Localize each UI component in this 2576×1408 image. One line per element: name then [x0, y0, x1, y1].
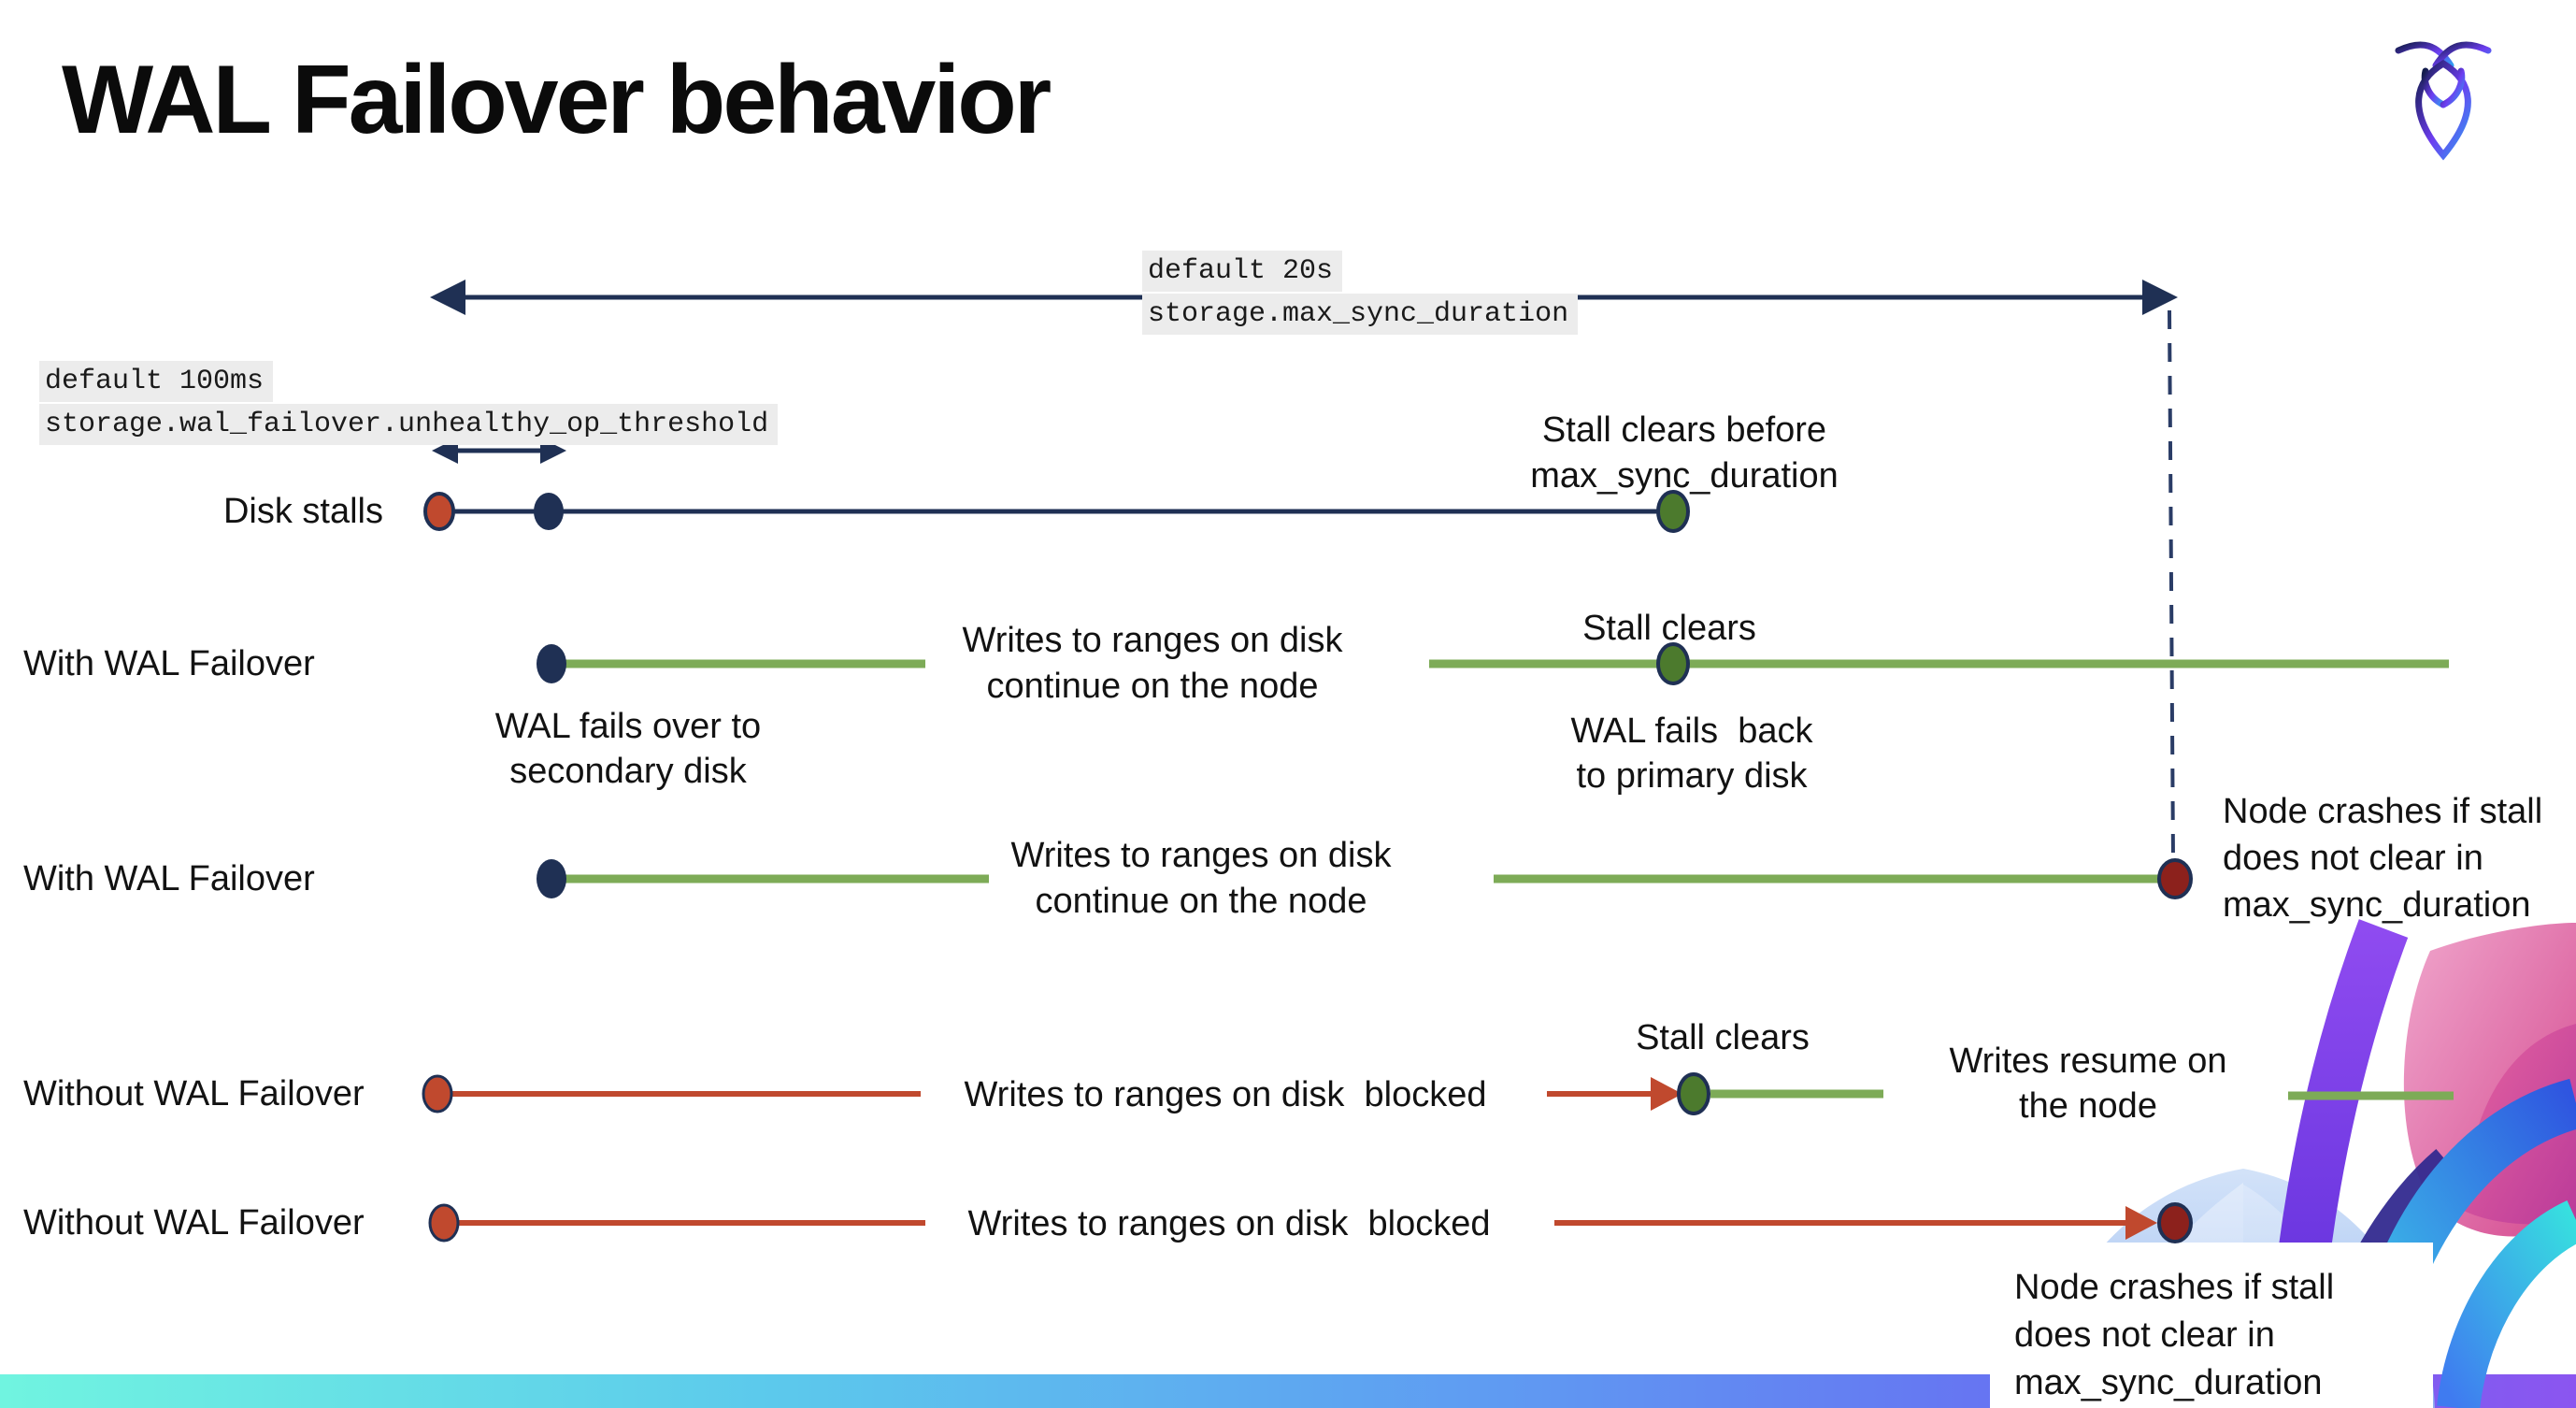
max-sync-deadline-dashed-line	[2168, 309, 2175, 861]
annotation-stall-clears-1: Stall clears	[1582, 609, 1756, 648]
stall-clear-dot	[1677, 1072, 1710, 1115]
max-sync-default-value: default 20s	[1142, 251, 1343, 292]
annotation-node-crashes-1: Node crashes if stall does not clear in …	[2223, 792, 2543, 925]
timeline-without-wal-failover-crash	[428, 1202, 2193, 1243]
threshold-setting-name: storage.wal_failover.unhealthy_op_thresh…	[39, 404, 779, 445]
annotation-writes-resume: Writes resume on the node	[1949, 1042, 2227, 1126]
threshold-config-label: default 100ms storage.wal_failover.unhea…	[39, 361, 779, 447]
row-label-with-wal-failover-2: With WAL Failover	[23, 859, 315, 898]
timeline-with-wal-failover-clears	[537, 642, 2449, 685]
annotation-writes-blocked-1: Writes to ranges on disk blocked	[964, 1075, 1487, 1114]
row-label-without-wal-failover-1: Without WAL Failover	[23, 1074, 365, 1113]
max-sync-config-label: default 20s storage.max_sync_duration	[1142, 251, 1579, 337]
stall-arrowhead	[1651, 1077, 1682, 1111]
node-crash-dot	[2157, 858, 2193, 899]
threshold-default-value: default 100ms	[39, 361, 274, 402]
stall-start-dot	[428, 1203, 460, 1243]
node-crash-callout	[1990, 1243, 2433, 1408]
cockroachdb-logo	[2395, 41, 2492, 161]
row-label-without-wal-failover-2: Without WAL Failover	[23, 1203, 365, 1243]
stall-start-dot	[422, 1074, 453, 1113]
node-crash-dot	[2157, 1202, 2193, 1243]
timeline-without-wal-failover-clears	[422, 1072, 2454, 1115]
annotation-writes-continue-2: Writes to ranges on disk continue on the…	[1010, 836, 1392, 921]
stall-start-dot	[423, 492, 455, 531]
annotation-writes-blocked-2: Writes to ranges on disk blocked	[967, 1204, 1491, 1243]
threshold-dot	[534, 493, 564, 530]
annotation-wal-fails-back: WAL fails back to primary disk	[1570, 711, 1813, 796]
row-label-disk-stalls: Disk stalls	[222, 492, 383, 531]
annotation-writes-continue-1: Writes to ranges on disk continue on the…	[962, 621, 1343, 706]
page-title: WAL Failover behavior	[62, 46, 1052, 154]
annotation-stall-clears-before: Stall clears before max_sync_duration	[1530, 410, 1839, 496]
annotation-wal-fails-over: WAL fails over to secondary disk	[494, 707, 762, 791]
failover-dot	[537, 644, 566, 683]
max-sync-setting-name: storage.max_sync_duration	[1142, 294, 1579, 335]
annotation-node-crashes-2: Node crashes if stall does not clear in …	[2014, 1268, 2335, 1402]
timeline-disk-stalls	[423, 490, 1690, 533]
timeline-with-wal-failover-crash	[537, 858, 2193, 899]
failover-dot	[537, 859, 566, 898]
crash-arrowhead	[2125, 1206, 2157, 1240]
annotation-stall-clears-2: Stall clears	[1636, 1018, 1810, 1057]
row-label-with-wal-failover-1: With WAL Failover	[23, 644, 315, 683]
stall-clear-dot	[1656, 642, 1690, 685]
stall-clear-dot	[1656, 490, 1690, 533]
